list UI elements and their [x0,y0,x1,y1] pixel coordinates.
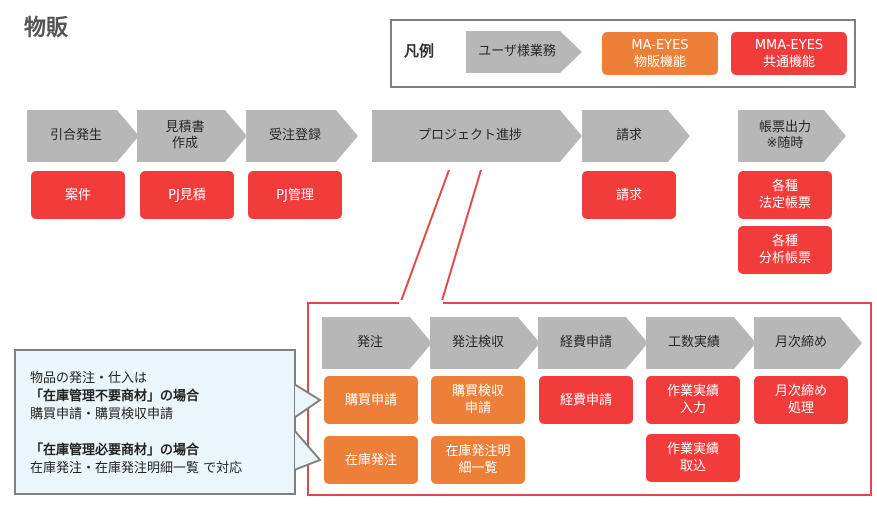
step-hikiai: 引合発生 [27,110,139,162]
function-kobai-kenshu-shinsei: 購買検収 申請 [431,376,525,424]
substep-kosu-jisseki: 工数実績 [646,317,756,369]
function-keihi-shinsei: 経費申請 [539,376,633,424]
function-seikyu: 請求 [582,171,676,219]
substep-getsuji-shime: 月次締め [754,317,862,369]
function-pj-mitsumori: PJ見積 [140,171,234,219]
legend-user-task: ユーザ様業務 [466,31,582,73]
callout-line-4: 「在庫管理必要商材」の場合 [30,443,200,458]
frame-gap [399,300,443,306]
callout-pointer [291,380,322,476]
step-report-output: 帳票出力 ※随時 [738,110,846,162]
step-juchu: 受注登録 [246,110,358,162]
function-getsuji-shime-shori: 月次締め 処理 [754,376,848,424]
step-seikyu: 請求 [582,110,690,162]
function-anken: 案件 [31,171,125,219]
function-legal-reports: 各種 法定帳票 [738,171,832,219]
function-analysis-reports: 各種 分析帳票 [738,226,832,274]
function-sagyo-jisseki-torikomi: 作業実績 取込 [646,434,740,482]
callout-text: 物品の発注・仕入は 「在庫管理不要商材」の場合 購買申請・購買検収申請 「在庫管… [30,370,292,478]
callout-spacer [30,424,292,442]
function-pj-kanri: PJ管理 [248,171,342,219]
legend-label: 凡例 [404,42,435,60]
function-zaiko-hatchu: 在庫発注 [324,436,418,484]
callout-note [14,349,296,495]
function-zaiko-hatchu-meisai: 在庫発注明 細一覧 [431,436,525,484]
substep-hatchu-kenshu: 発注検収 [430,317,540,369]
callout-line-1: 物品の発注・仕入は [30,371,148,386]
step-mitsumori: 見積書 作成 [137,110,247,162]
page-title: 物販 [24,16,69,41]
function-sagyo-jisseki-nyuryoku: 作業実績 入力 [646,376,740,424]
function-kobai-shinsei: 購買申請 [324,376,418,424]
substep-hatchu: 発注 [322,317,432,369]
legend-ma-eyes: MA-EYES 物販機能 [602,32,718,75]
substep-keihi-shinsei: 経費申請 [538,317,648,369]
callout-line-3: 購買申請・購買検収申請 [30,407,174,422]
callout-line-5: 在庫発注・在庫発注明細一覧 で対応 [30,461,243,476]
step-project-progress: プロジェクト進捗 [372,110,582,162]
legend-mma-eyes: MMA-EYES 共通機能 [731,32,847,75]
callout-line-2: 「在庫管理不要商材」の場合 [30,389,200,404]
